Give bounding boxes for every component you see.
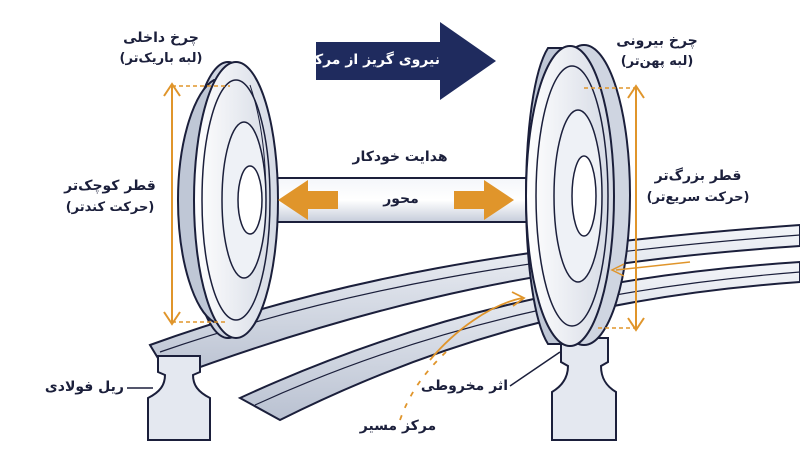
axle-arrow-right xyxy=(454,180,514,220)
small-diameter-title: قطر کوچک‌تر xyxy=(64,178,156,194)
large-diameter-dimension xyxy=(584,84,645,332)
steel-rail-label: ریل فولادی xyxy=(44,379,124,395)
outer-wheel xyxy=(524,44,631,347)
inner-wheel-title: چرخ داخلی xyxy=(123,30,199,46)
large-diameter-subtitle: (حرکت سریع‌تر) xyxy=(646,190,750,205)
self-steering-label: هدایت خودکار xyxy=(352,149,448,165)
centrifugal-force-label: نیروی گریز از مرکز xyxy=(306,52,440,68)
leader-lines xyxy=(127,351,561,389)
outer-wheel-title: چرخ بیرونی xyxy=(616,33,698,49)
conical-effect-arrow xyxy=(429,291,526,361)
track-guide-arrow xyxy=(610,261,691,277)
left-rail-profile xyxy=(147,355,211,441)
axle-arrow-left xyxy=(278,180,338,220)
conical-effect-label: اثر مخروطی xyxy=(420,378,508,394)
centrifugal-arrow xyxy=(316,22,496,100)
small-diameter-dimension xyxy=(163,82,230,326)
right-rail-profile xyxy=(551,337,617,441)
small-diameter-subtitle: (حرکت کندتر) xyxy=(65,200,155,215)
inner-wheel-subtitle: (لبه باریک‌تر) xyxy=(119,51,203,66)
axle-label: محور xyxy=(383,191,419,207)
outer-wheel-subtitle: (لبه پهن‌تر) xyxy=(620,54,694,69)
inner-wheel xyxy=(176,61,279,339)
path-center-label: مرکز مسیر xyxy=(359,418,437,434)
path-center-line xyxy=(399,351,447,421)
large-diameter-title: قطر بزرگ‌تر xyxy=(654,168,742,184)
